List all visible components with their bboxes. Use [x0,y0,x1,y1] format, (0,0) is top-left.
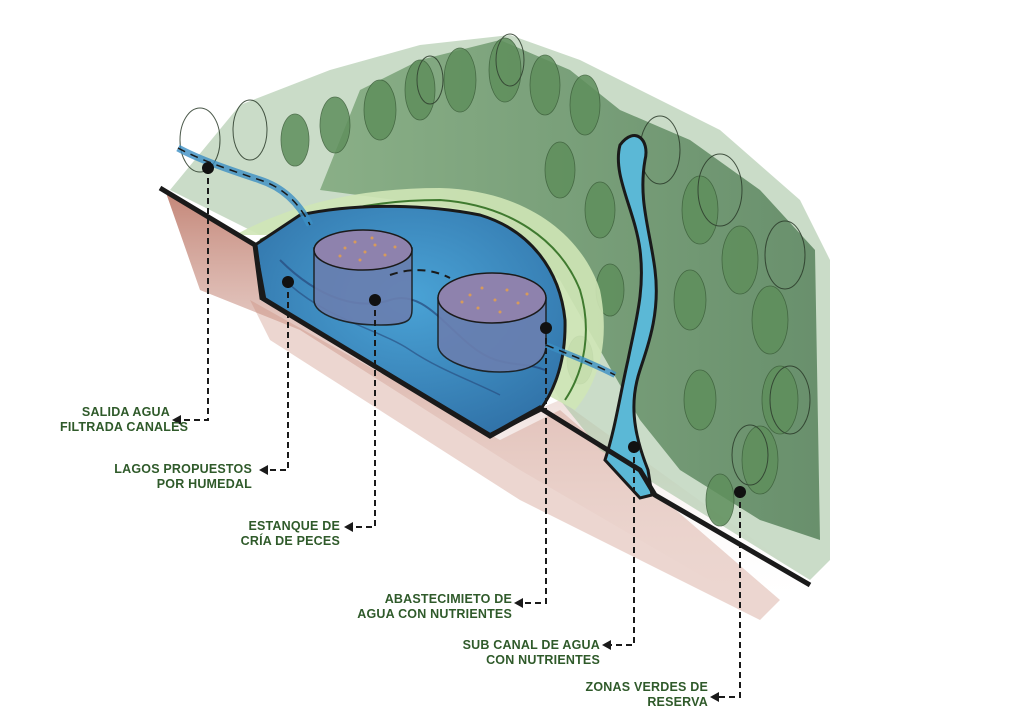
label-zonas-verdes: ZONAS VERDES DE RESERVA [570,680,708,710]
label-zonas-line1: ZONAS VERDES DE [585,680,708,694]
label-abastecimiento: ABASTECIMIETO DE AGUA CON NUTRIENTES [340,592,512,622]
terrain-outline [158,185,812,588]
fish-tank-left [313,229,413,326]
arrow-salida [172,415,181,425]
tree-group [179,33,811,527]
label-subcanal-line1: SUB CANAL DE AGUA [462,638,600,652]
label-subcanal: SUB CANAL DE AGUA CON NUTRIENTES [440,638,600,668]
marker-dot-abastecimiento [540,322,552,334]
leader-lines [178,168,741,698]
marker-dot-lagos [282,276,294,288]
fish-tank-right [437,272,547,373]
label-abastecimiento-line2: AGUA CON NUTRIENTES [357,607,512,621]
label-abastecimiento-line1: ABASTECIMIETO DE [384,592,512,606]
sub-canal [603,134,658,500]
marker-dot-estanque [369,294,381,306]
outflow-canal [176,144,617,378]
arrow-zonas [710,692,719,702]
label-lagos-propuestos: LAGOS PROPUESTOS POR HUMEDAL [100,462,252,492]
arrowheads [172,415,719,702]
arrow-subcanal [602,640,611,650]
marker-dot-subcanal [628,441,640,453]
label-estanque-line1: ESTANQUE DE [248,519,340,533]
marker-dot-salida [202,162,214,174]
label-salida-line2: FILTRADA CANALES [60,420,189,434]
label-salida-agua: SALIDA AGUA FILTRADA CANALES [60,405,189,435]
soil-shadow [165,190,810,620]
label-estanque-line2: CRÍA DE PECES [240,534,340,548]
marker-dot-zonas [734,486,746,498]
label-estanque: ESTANQUE DE CRÍA DE PECES [220,519,340,549]
label-salida-line1: SALIDA AGUA [81,405,170,419]
arrow-lagos [259,465,268,475]
label-zonas-line2: RESERVA [647,695,708,709]
label-lagos-line2: POR HUMEDAL [156,477,252,491]
label-lagos-line1: LAGOS PROPUESTOS [114,462,252,476]
arrow-estanque [344,522,353,532]
label-subcanal-line2: CON NUTRIENTES [486,653,600,667]
arrow-abastecimiento [514,598,523,608]
marker-dots [202,162,746,498]
